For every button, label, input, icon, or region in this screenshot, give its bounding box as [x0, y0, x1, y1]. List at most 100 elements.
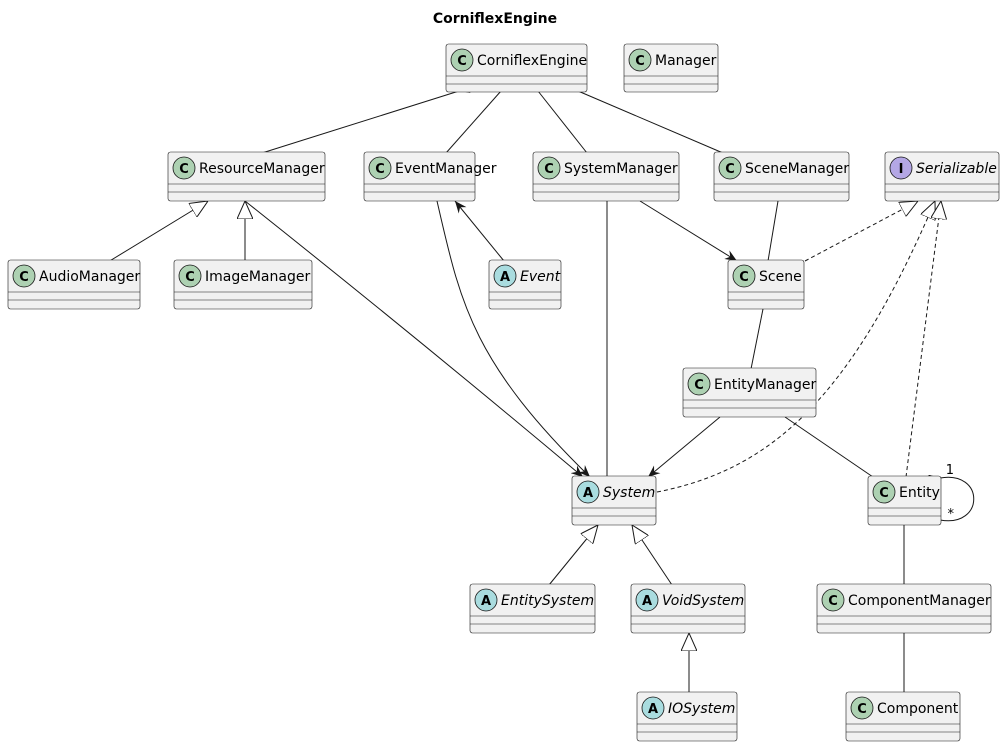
edge-engine-event-manager: [445, 76, 515, 154]
class-box-frame: [816, 583, 992, 634]
edge-resource-to-system: [244, 200, 584, 478]
class-name-scene: Scene: [759, 269, 802, 285]
class-box-event-manager: C EventManager: [363, 151, 497, 202]
class-name-serializable: Serializable: [916, 161, 997, 177]
edge-void-system-extends-system: [632, 525, 673, 586]
class-box-frame: [469, 583, 596, 634]
class-name-io-system: IOSystem: [668, 701, 735, 717]
class-box-component: C Component: [845, 691, 961, 742]
class-box-frame: [630, 583, 746, 634]
class-name-resource-manager: ResourceManager: [199, 161, 325, 177]
edge-audio-extends-resource: [107, 201, 208, 263]
stereotype-letter: C: [879, 486, 889, 501]
class-box-system-manager: C SystemManager: [532, 151, 680, 202]
stereotype-letter: C: [375, 162, 385, 177]
class-box-manager: C Manager: [623, 43, 719, 93]
class-box-frame: [167, 151, 326, 202]
edge-entity-manager-to-system: [647, 416, 721, 478]
edge-scene-entity-manager: [750, 289, 770, 370]
stereotype-letter: C: [185, 270, 195, 285]
class-name-component: Component: [877, 701, 959, 717]
class-name-entity: Entity: [899, 485, 940, 501]
stereotype-badge-icon: [628, 48, 652, 72]
class-name-system-manager: SystemManager: [564, 161, 678, 177]
stereotype-badge-icon: [172, 156, 196, 180]
edge-entity-system-extends-system: [548, 525, 598, 586]
class-name-event: Event: [520, 269, 561, 285]
edge-entity-manager-entity: [768, 405, 874, 478]
stereotype-badge-icon: [537, 156, 561, 180]
edge-scene-realizes-serializable: [804, 201, 918, 262]
stereotype-letter: A: [500, 270, 510, 285]
multiplicity-many: *: [948, 507, 955, 522]
stereotype-badge-icon: [450, 48, 474, 72]
class-box-scene: C Scene: [727, 259, 805, 310]
edge-scene-manager-scene: [767, 181, 785, 262]
edge-entity-realizes-serializable: [905, 201, 941, 478]
stereotype-badge-icon: [474, 588, 498, 612]
edge-system-manager-to-scene: [639, 200, 738, 262]
edge-engine-resource-manager: [261, 83, 479, 154]
stereotype-letter: C: [19, 270, 29, 285]
stereotype-badge-icon: [576, 480, 600, 504]
class-box-image-manager: C ImageManager: [173, 259, 313, 310]
class-box-frame: [845, 691, 961, 742]
stereotype-badge-icon: [718, 156, 742, 180]
stereotype-badge-icon: [732, 264, 756, 288]
stereotype-badge-icon: [368, 156, 392, 180]
stereotype-badge-icon: [850, 696, 874, 720]
diagram-title: CorniflexEngine: [433, 11, 557, 27]
stereotype-letter: I: [899, 162, 904, 177]
stereotype-badge-icon: [635, 588, 659, 612]
class-box-frame: [884, 151, 1000, 202]
class-name-system: System: [603, 485, 655, 501]
stereotype-letter: C: [544, 162, 554, 177]
class-name-manager: Manager: [655, 53, 717, 69]
class-name-corniflex-engine: CorniflexEngine: [477, 53, 587, 69]
class-name-entity-system: EntitySystem: [501, 593, 594, 609]
stereotype-letter: A: [481, 594, 491, 609]
class-box-frame: [7, 259, 141, 310]
edge-event-manager-to-system: [436, 200, 591, 478]
stereotype-letter: A: [583, 486, 593, 501]
class-name-audio-manager: AudioManager: [39, 269, 140, 285]
class-box-frame: [173, 259, 313, 310]
edge-engine-scene-manager: [559, 82, 724, 154]
class-box-frame: [532, 151, 680, 202]
class-box-void-system: A VoidSystem: [630, 583, 746, 634]
class-name-entity-manager: EntityManager: [714, 377, 816, 393]
class-box-frame: [682, 367, 817, 418]
stereotype-letter: C: [739, 270, 749, 285]
edge-system-realizes-serializable: [656, 201, 935, 493]
stereotype-letter: C: [635, 54, 645, 69]
stereotype-badge-icon: [821, 588, 845, 612]
edge-event-to-event-manager: [454, 200, 505, 262]
class-name-event-manager: EventManager: [395, 161, 497, 177]
class-box-event: A Event: [488, 259, 562, 310]
class-box-corniflex-engine: C CorniflexEngine: [445, 43, 588, 93]
stereotype-letter: C: [828, 594, 838, 609]
stereotype-letter: A: [642, 594, 652, 609]
stereotype-badge-icon: [493, 264, 517, 288]
stereotype-badge-icon: [178, 264, 202, 288]
stereotype-badge-icon: [12, 264, 36, 288]
stereotype-letter: C: [857, 702, 867, 717]
edge-engine-system-manager: [525, 75, 588, 154]
stereotype-letter: C: [725, 162, 735, 177]
class-name-void-system: VoidSystem: [662, 593, 744, 609]
stereotype-letter: C: [457, 54, 467, 69]
class-box-frame: [713, 151, 850, 202]
stereotype-badge-icon: [687, 372, 711, 396]
class-box-system: A System: [571, 475, 657, 526]
stereotype-badge-icon: [872, 480, 896, 504]
edge-entity-self: [920, 474, 975, 522]
class-box-entity: C Entity: [867, 475, 942, 526]
class-name-image-manager: ImageManager: [205, 269, 310, 285]
class-box-serializable: I Serializable: [884, 151, 1000, 202]
stereotype-badge-icon: [889, 156, 913, 180]
